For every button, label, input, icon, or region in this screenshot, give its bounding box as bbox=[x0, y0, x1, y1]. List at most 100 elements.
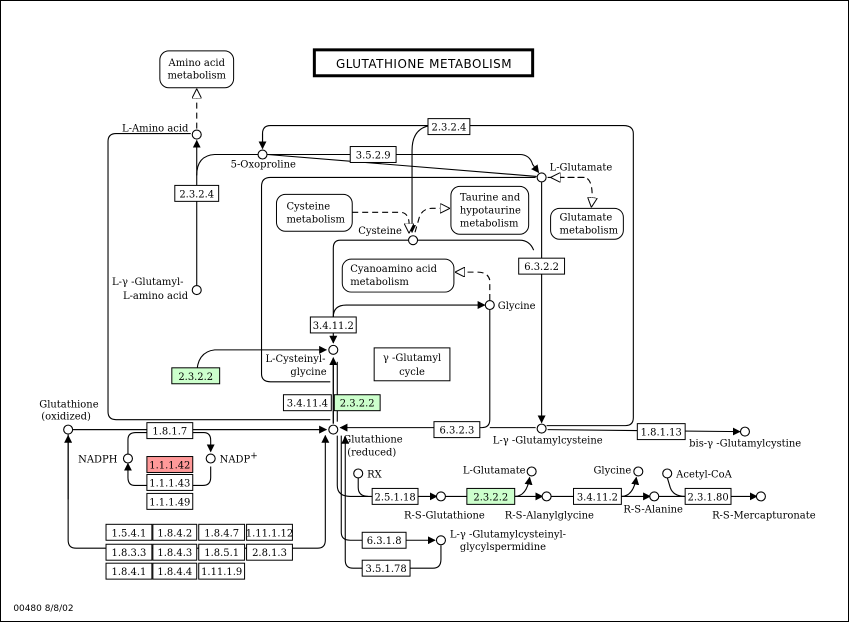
compound-label: L-Amino acid bbox=[122, 124, 189, 135]
enzyme-box[interactable]: 1.5.4.1 bbox=[105, 523, 153, 541]
node-5-oxoproline[interactable] bbox=[257, 149, 268, 160]
enzyme-label: 1.5.4.1 bbox=[112, 528, 147, 539]
node-glycine[interactable] bbox=[484, 299, 495, 311]
compound-label: Glycine bbox=[498, 301, 536, 312]
enzyme-box[interactable]: 2.8.1.3 bbox=[246, 543, 293, 561]
node-rx[interactable] bbox=[353, 468, 364, 479]
reaction-lines bbox=[64, 90, 758, 569]
enzyme-label: 1.8.1.7 bbox=[152, 427, 187, 438]
enzyme-label: 1.1.1.43 bbox=[149, 478, 190, 489]
map-label: metabolism bbox=[460, 218, 519, 229]
enzyme-box[interactable]: 2.3.2.4 bbox=[174, 184, 220, 202]
enzyme-label: 1.8.5.1 bbox=[204, 548, 239, 559]
compound-label: R-S-Mercapturonate bbox=[712, 510, 816, 521]
enzyme-box[interactable]: 1.8.1.13 bbox=[636, 423, 686, 441]
enzyme-box[interactable]: 1.1.1.49 bbox=[146, 492, 194, 510]
enzyme-label: 1.1.1.49 bbox=[149, 497, 190, 508]
compound-label: R-S-Alanylglycine bbox=[505, 510, 594, 521]
node-glycine-2[interactable] bbox=[633, 466, 644, 477]
enzyme-label: 2.3.1.80 bbox=[688, 492, 729, 503]
enzyme-box[interactable]: 1.8.5.1 bbox=[198, 543, 246, 561]
enzyme-box[interactable]: 1.8.1.7 bbox=[146, 422, 194, 440]
enzyme-label: 3.4.11.4 bbox=[287, 399, 328, 410]
node-acetyl-coa[interactable] bbox=[662, 468, 673, 479]
node-nadph[interactable] bbox=[122, 453, 133, 464]
enzyme-label: 1.11.1.9 bbox=[201, 567, 242, 578]
enzyme-box[interactable]: 1.1.1.42 bbox=[146, 456, 194, 473]
node-nadp[interactable] bbox=[205, 453, 216, 464]
node-l-glutamate-2[interactable] bbox=[526, 466, 537, 477]
enzyme-box[interactable]: 1.11.1.9 bbox=[198, 562, 246, 580]
enzyme-label: 2.3.2.2 bbox=[340, 399, 375, 410]
node-l-glutamate[interactable] bbox=[536, 172, 547, 183]
enzyme-box[interactable]: 6.3.2.2 bbox=[518, 257, 566, 275]
node-rs-alanine[interactable] bbox=[649, 491, 660, 502]
enzyme-box[interactable]: 1.8.3.3 bbox=[105, 543, 153, 561]
enzyme-box[interactable]: 2.3.2.4 bbox=[427, 118, 471, 136]
node-l-amino-acid[interactable] bbox=[191, 129, 202, 140]
map-cyanoamino-acid-metabolism[interactable]: Cyanoamino acid metabolism bbox=[341, 258, 455, 293]
enzyme-label: 6.3.2.3 bbox=[439, 426, 474, 437]
enzyme-box[interactable]: 3.4.11.4 bbox=[282, 394, 332, 412]
compound-label: R-S-Glutathione bbox=[404, 510, 485, 521]
enzyme-label: 3.4.11.2 bbox=[577, 492, 618, 503]
node-glutathione-reduced[interactable] bbox=[328, 424, 339, 435]
node-rs-alanylglycine[interactable] bbox=[541, 491, 552, 502]
node-glutamyl-amino-acid[interactable] bbox=[191, 285, 202, 296]
enzyme-box[interactable]: 1.1.1.43 bbox=[146, 473, 194, 491]
map-label: Cyanoamino acid bbox=[350, 264, 437, 275]
node-cysteinylglycine[interactable] bbox=[328, 344, 339, 355]
enzyme-box[interactable]: 2.3.2.2 bbox=[171, 367, 221, 385]
node-glutamylcysteine[interactable] bbox=[536, 423, 547, 434]
map-taurine-metabolism[interactable]: Taurine and hypotaurine metabolism bbox=[450, 185, 530, 235]
enzyme-label: 3.4.11.2 bbox=[313, 321, 354, 332]
enzyme-box[interactable]: 3.5.2.9 bbox=[349, 146, 397, 163]
compound-nodes bbox=[63, 129, 766, 546]
compound-label: NADPH bbox=[78, 455, 118, 466]
map-amino-acid-metabolism[interactable]: Amino acid metabolism bbox=[159, 50, 235, 89]
node-glutathione-oxidized[interactable] bbox=[63, 424, 74, 435]
enzyme-box[interactable]: 6.3.2.3 bbox=[433, 421, 481, 439]
enzyme-box[interactable]: 1.8.4.2 bbox=[152, 523, 198, 541]
node-cysteine[interactable] bbox=[408, 235, 419, 246]
compound-labels: L-Amino acid 5-Oxoproline L-Glutamate Cy… bbox=[39, 124, 815, 554]
map-cysteine-metabolism[interactable]: Cysteine metabolism bbox=[275, 193, 353, 232]
enzyme-label: 3.5.2.9 bbox=[356, 150, 391, 161]
title-box: GLUTATHIONE METABOLISM bbox=[312, 48, 535, 78]
enzyme-box[interactable]: 1.8.4.3 bbox=[152, 543, 198, 561]
enzyme-box[interactable]: 3.4.11.2 bbox=[573, 487, 622, 505]
map-label: metabolism bbox=[286, 214, 345, 225]
map-label: metabolism bbox=[560, 225, 619, 236]
enzyme-label: 3.5.1.78 bbox=[366, 564, 407, 575]
enzyme-box[interactable]: 1.8.4.4 bbox=[152, 562, 198, 580]
cycle-label: cycle bbox=[399, 367, 425, 378]
enzyme-box[interactable]: 3.4.11.2 bbox=[309, 316, 357, 334]
compound-label: R-S-Alanine bbox=[623, 504, 683, 515]
enzyme-box[interactable]: 2.5.1.18 bbox=[371, 487, 419, 505]
enzyme-box[interactable]: 3.5.1.78 bbox=[361, 559, 411, 577]
node-bis-glutamylcystine[interactable] bbox=[739, 426, 750, 437]
compound-label: L-γ -Glutamylcysteine bbox=[493, 436, 603, 447]
enzyme-label: 2.3.2.4 bbox=[179, 189, 214, 200]
enzyme-label: 2.5.1.18 bbox=[375, 492, 416, 503]
enzyme-box[interactable]: 6.3.1.8 bbox=[361, 531, 407, 549]
enzyme-box[interactable]: 2.3.2.2 bbox=[333, 394, 381, 412]
enzyme-label: 2.3.2.2 bbox=[178, 372, 213, 383]
node-rs-mercapturonate[interactable] bbox=[755, 491, 766, 502]
map-glutamate-metabolism[interactable]: Glutamate metabolism bbox=[550, 207, 624, 240]
enzyme-box[interactable]: 2.3.1.80 bbox=[684, 487, 732, 505]
enzyme-label: 2.8.1.3 bbox=[252, 548, 287, 559]
enzyme-label: 1.8.3.3 bbox=[112, 548, 147, 559]
enzyme-label: 2.3.2.2 bbox=[473, 492, 508, 503]
node-rs-glutathione[interactable] bbox=[435, 491, 446, 502]
enzyme-label: 1.8.1.13 bbox=[641, 428, 682, 439]
page-title: GLUTATHIONE METABOLISM bbox=[336, 57, 512, 71]
enzyme-box[interactable]: 2.3.2.2 bbox=[466, 487, 516, 505]
cycle-label: γ -Glutamyl bbox=[383, 353, 441, 364]
node-glutamylcysteinyl-spermidine[interactable] bbox=[435, 535, 446, 546]
enzyme-box[interactable]: 1.11.1.12 bbox=[246, 523, 294, 541]
compound-label: RX bbox=[367, 469, 382, 480]
enzyme-box[interactable]: 1.8.4.1 bbox=[105, 562, 153, 580]
enzyme-box[interactable]: 1.8.4.7 bbox=[198, 523, 246, 541]
